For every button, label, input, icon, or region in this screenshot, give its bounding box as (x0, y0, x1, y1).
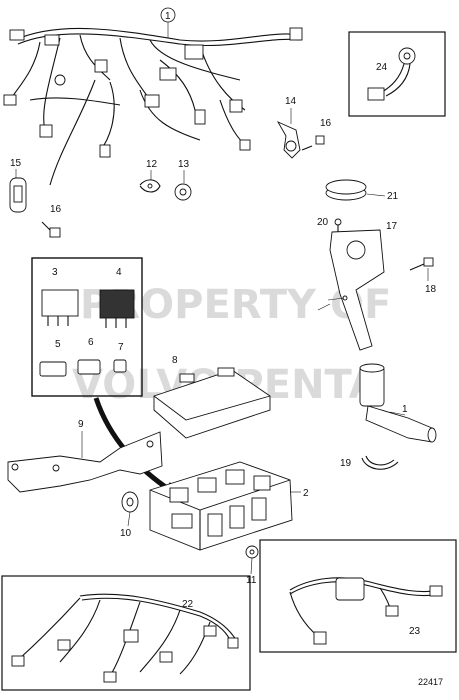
label-13: 13 (178, 159, 190, 170)
cover-8 (153, 367, 271, 439)
label-14: 14 (285, 96, 297, 107)
label-18: 18 (425, 284, 437, 295)
figure-number: 22417 (418, 677, 443, 687)
label-6: 6 (88, 337, 94, 348)
label-20: 20 (317, 217, 329, 228)
label-24: 24 (376, 62, 388, 73)
label-7: 7 (118, 342, 124, 353)
label-19: 19 (340, 458, 352, 469)
screw-20 (334, 218, 342, 232)
ferrite-10 (121, 491, 139, 513)
holder-15 (9, 177, 27, 213)
label-16-left: 16 (50, 204, 62, 215)
label-2: 2 (303, 488, 309, 499)
fuse-7 (113, 359, 127, 373)
inset-box-22 (1, 575, 251, 691)
inset-box-relays-fuses (31, 257, 143, 397)
label-10: 10 (120, 528, 132, 539)
label-16-top: 16 (320, 118, 332, 129)
fuse-5 (39, 361, 67, 377)
inset-box-23 (259, 539, 457, 653)
label-4: 4 (116, 267, 122, 278)
label-11: 11 (246, 575, 257, 586)
wiring-harness-23 (289, 577, 443, 645)
bracket-17 (329, 229, 385, 351)
relay-4 (99, 289, 135, 328)
fuse-6 (77, 359, 101, 375)
relay-3 (41, 289, 79, 326)
label-5: 5 (55, 339, 61, 350)
clip-12 (139, 179, 161, 193)
label-3: 3 (52, 267, 58, 278)
wiring-harness-22 (11, 593, 239, 683)
label-1-connector: 1 (402, 404, 408, 415)
label-17: 17 (386, 221, 398, 232)
connector-13 (174, 183, 192, 201)
label-23: 23 (409, 626, 421, 637)
inset-box-24 (348, 31, 446, 117)
bolt-16-left (41, 221, 61, 238)
label-22: 22 (182, 599, 194, 610)
nut-11 (245, 545, 259, 559)
label-8: 8 (172, 355, 178, 366)
fuse-box-2 (149, 461, 293, 551)
bolt-16-top (301, 135, 325, 151)
label-21: 21 (387, 191, 399, 202)
bolt-18 (409, 257, 434, 271)
label-1: 1 (165, 11, 171, 22)
bracket-9 (7, 431, 163, 493)
label-9: 9 (78, 419, 84, 430)
main-connector (359, 363, 437, 443)
label-15: 15 (10, 158, 22, 169)
clamp-21 (325, 179, 367, 201)
clamp-14 (276, 121, 301, 159)
main-wiring-harness (3, 27, 303, 186)
label-12: 12 (146, 159, 158, 170)
clip-19 (361, 455, 399, 470)
connector-24 (367, 47, 416, 101)
